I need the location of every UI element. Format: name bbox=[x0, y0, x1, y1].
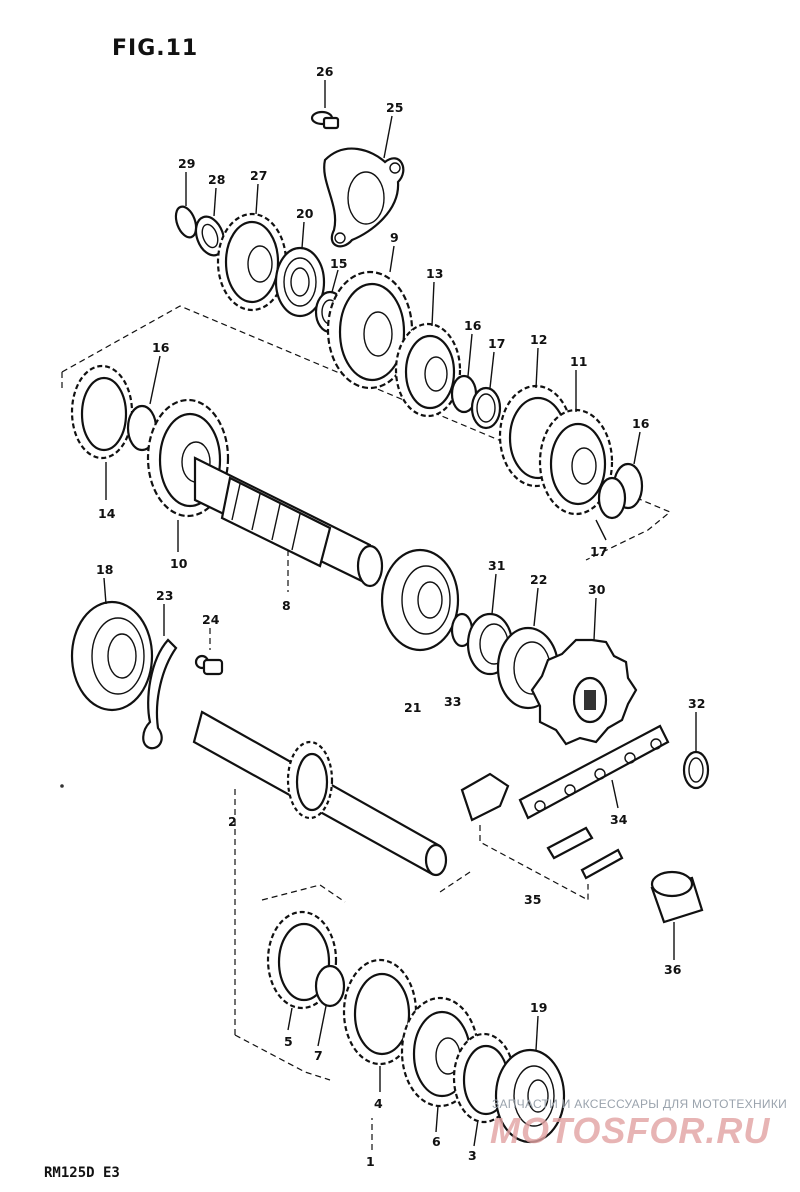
label-3: 3 bbox=[468, 1148, 477, 1163]
label-31: 31 bbox=[488, 558, 505, 573]
label-32: 32 bbox=[688, 696, 705, 711]
part-13-gear bbox=[394, 322, 462, 418]
part-27-gear bbox=[216, 212, 288, 312]
part-9-gear bbox=[326, 270, 414, 390]
label-21: 21 bbox=[404, 700, 421, 715]
part-number-labels: 26 25 29 28 27 20 9 15 13 16 17 12 11 16… bbox=[96, 64, 705, 1169]
label-29: 29 bbox=[178, 156, 195, 171]
part-36-bush bbox=[650, 870, 704, 924]
part-18-bearing bbox=[70, 600, 154, 712]
label-35: 35 bbox=[524, 892, 541, 907]
label-20: 20 bbox=[296, 206, 314, 221]
part-4-gear bbox=[342, 958, 418, 1066]
label-10: 10 bbox=[170, 556, 188, 571]
part-24-screw bbox=[194, 654, 224, 676]
watermark-logo: MOTOSFOR.RU bbox=[490, 1110, 771, 1151]
part-19-bearing bbox=[494, 1048, 566, 1144]
label-22: 22 bbox=[530, 572, 547, 587]
part-28-washer bbox=[194, 215, 226, 257]
label-16-a: 16 bbox=[464, 318, 482, 333]
label-30: 30 bbox=[588, 582, 606, 597]
part-32-circlip bbox=[682, 750, 710, 790]
part-30-sprocket bbox=[530, 638, 638, 746]
driveshaft-group-outline bbox=[234, 785, 471, 1081]
watermark-text: ЗАПЧАСТИ И АКСЕССУАРЫ ДЛЯ МОТОТЕХНИКИ bbox=[492, 1097, 788, 1111]
part-35-joint-link bbox=[460, 772, 624, 880]
label-28: 28 bbox=[208, 172, 225, 187]
label-14: 14 bbox=[98, 506, 116, 521]
part-17-circlip-right bbox=[597, 476, 627, 520]
part-20-bearing bbox=[274, 246, 326, 318]
label-27: 27 bbox=[250, 168, 267, 183]
part-17-circlip-upper bbox=[470, 386, 502, 430]
label-2: 2 bbox=[228, 814, 237, 829]
part-11-gear bbox=[538, 408, 614, 516]
label-11: 11 bbox=[570, 354, 587, 369]
label-15: 15 bbox=[330, 256, 347, 271]
label-18: 18 bbox=[96, 562, 113, 577]
figure-title: FIG.11 bbox=[112, 36, 199, 61]
label-8: 8 bbox=[282, 598, 291, 613]
label-1: 1 bbox=[366, 1154, 375, 1169]
part-34-chain bbox=[518, 724, 670, 820]
label-4: 4 bbox=[374, 1096, 383, 1111]
label-5: 5 bbox=[284, 1034, 293, 1049]
part-23-retainer bbox=[142, 638, 178, 750]
model-code: RM125D E3 bbox=[44, 1165, 120, 1181]
part-29-circlip bbox=[174, 205, 198, 239]
label-23: 23 bbox=[156, 588, 173, 603]
label-13: 13 bbox=[426, 266, 443, 281]
part-8-countershaft bbox=[193, 456, 384, 588]
label-34: 34 bbox=[610, 812, 628, 827]
label-19: 19 bbox=[530, 1000, 547, 1015]
part-7-circlip bbox=[314, 964, 346, 1008]
label-25: 25 bbox=[386, 100, 403, 115]
part-25-retainer-plate bbox=[323, 147, 405, 248]
label-36: 36 bbox=[664, 962, 682, 977]
label-9: 9 bbox=[390, 230, 399, 245]
label-17-a: 17 bbox=[488, 336, 505, 351]
label-12: 12 bbox=[530, 332, 547, 347]
label-16-c: 16 bbox=[152, 340, 170, 355]
countershaft-group-outline bbox=[61, 305, 672, 561]
part-21-bearing bbox=[380, 548, 460, 652]
leader-lines bbox=[103, 80, 697, 1150]
label-6: 6 bbox=[432, 1134, 441, 1149]
part-2-driveshaft bbox=[192, 710, 448, 877]
part-26-screw bbox=[310, 110, 340, 130]
label-17-b: 17 bbox=[590, 544, 607, 559]
label-24: 24 bbox=[202, 612, 220, 627]
label-16-b: 16 bbox=[632, 416, 650, 431]
label-33: 33 bbox=[444, 694, 461, 709]
label-7: 7 bbox=[314, 1048, 323, 1063]
part-14-gear bbox=[70, 364, 134, 460]
label-26: 26 bbox=[316, 64, 334, 79]
